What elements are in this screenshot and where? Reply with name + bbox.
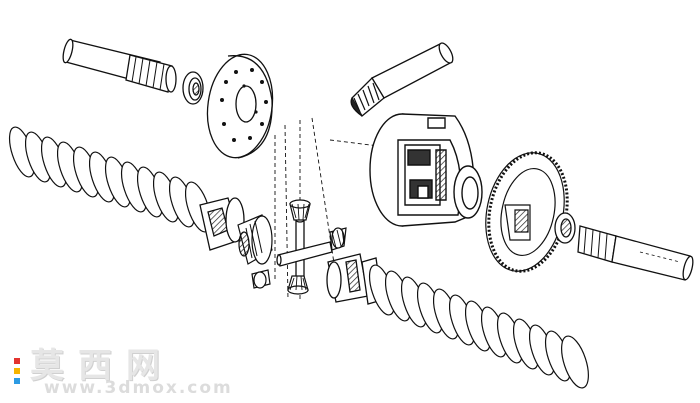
ring-gear <box>485 151 569 273</box>
left-side-coupling <box>199 197 245 251</box>
left-seal-ring <box>182 71 204 105</box>
cover-disc <box>206 53 274 159</box>
left-bevel-gear <box>237 214 273 265</box>
watermark-url: www.3dmox.com <box>44 378 233 398</box>
watermark-logo-icon <box>14 358 20 384</box>
differential-housing <box>369 113 483 227</box>
left-axle-shaft <box>62 38 177 93</box>
watermark-chinese: 莫西网 <box>30 346 174 386</box>
spider-cross <box>276 217 333 281</box>
right-spring <box>368 264 589 389</box>
left-spring <box>8 126 212 233</box>
right-axle-shaft <box>577 225 694 281</box>
pinion-shaft <box>350 42 454 117</box>
small-bevel-gears <box>251 199 347 295</box>
right-seal-ring <box>554 212 576 244</box>
